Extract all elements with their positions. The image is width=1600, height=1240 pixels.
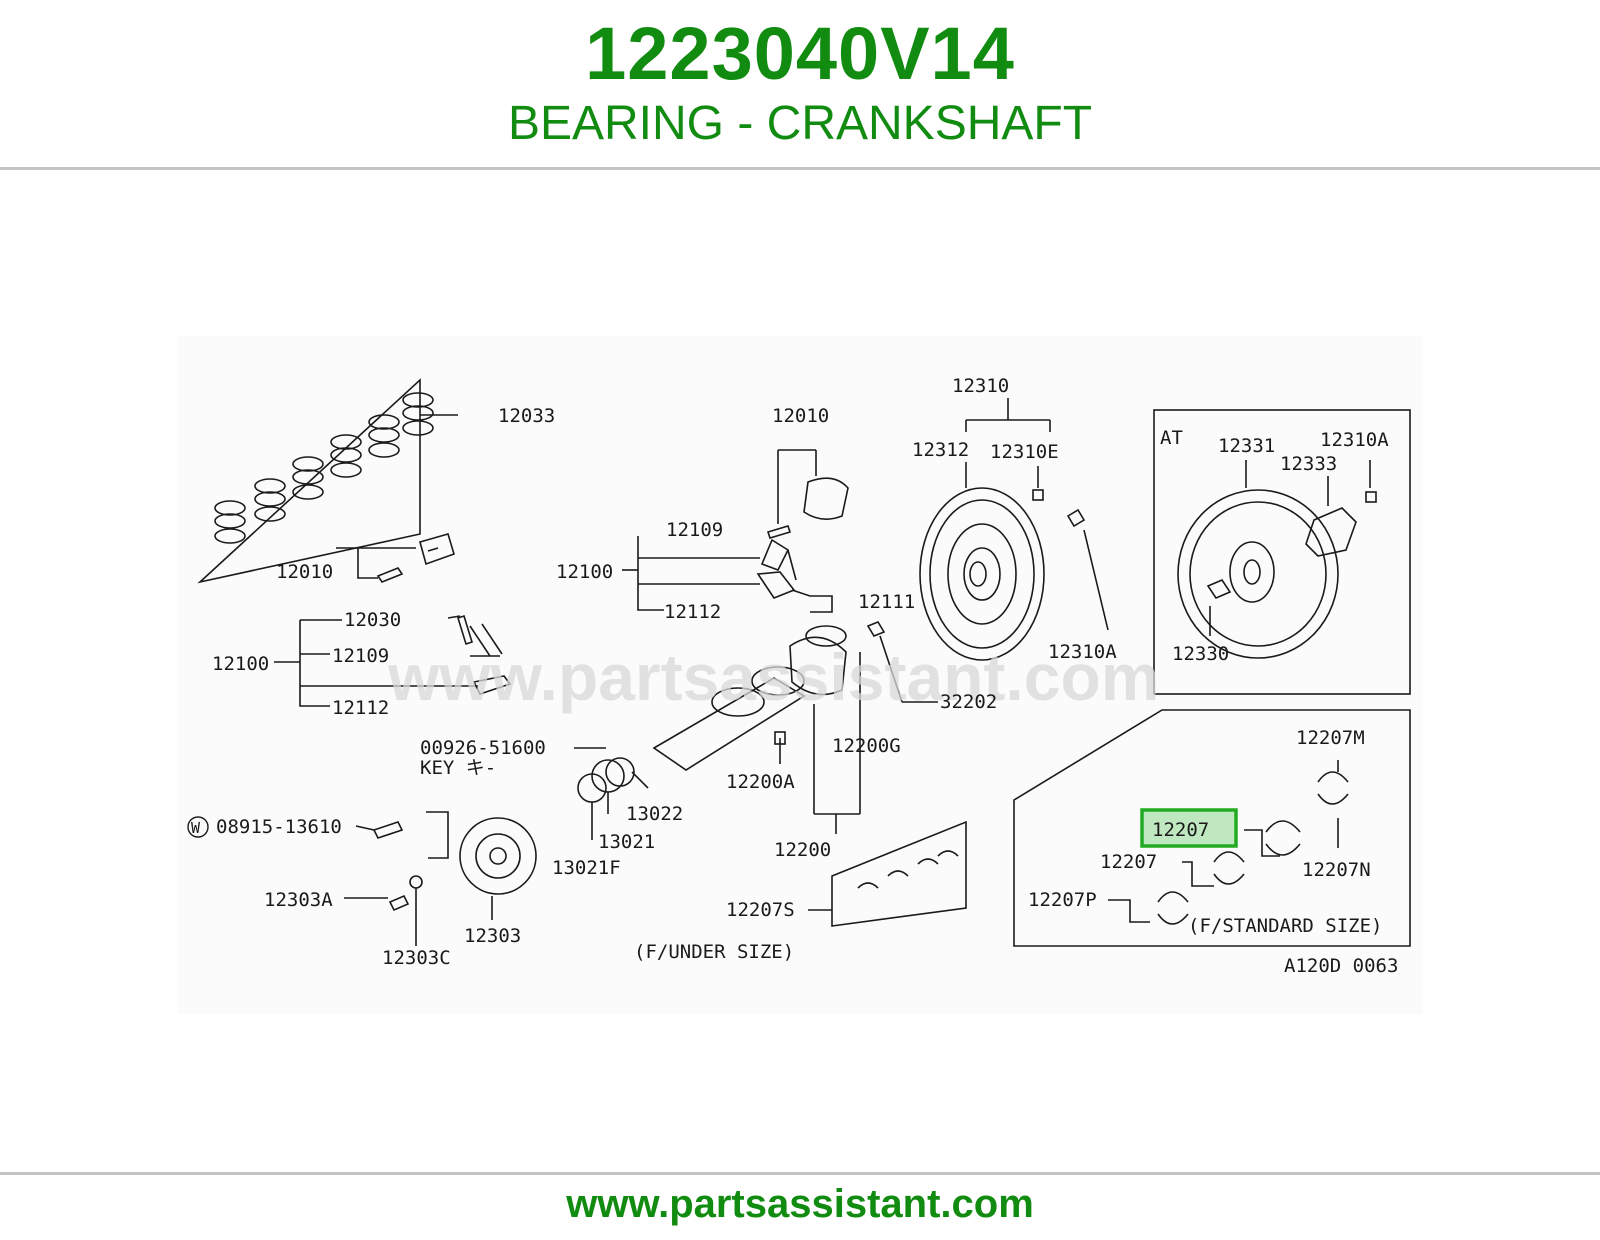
callout-12310[interactable]: 12310 [952, 375, 1009, 397]
watermark: www.partsassistant.com [387, 640, 1159, 714]
callout-12207S[interactable]: 12207S [726, 899, 795, 921]
highlighted-part-box[interactable] [1140, 808, 1238, 848]
header-divider [0, 167, 1600, 170]
callout-12331[interactable]: 12331 [1218, 435, 1275, 457]
standard-size-box [1013, 709, 1411, 947]
crank-counterweight [789, 636, 847, 696]
svg-text:W: W [191, 819, 201, 837]
crankshaft [652, 677, 806, 771]
connecting-rod-left [457, 614, 503, 657]
under-size-bearing-shells [857, 850, 959, 889]
piston-left [419, 533, 455, 566]
label-at: AT [1160, 427, 1183, 449]
callout-12030[interactable]: 12030 [344, 609, 401, 631]
callout-12310E[interactable]: 12310E [990, 441, 1059, 463]
callout-12330[interactable]: 12330 [1172, 643, 1229, 665]
pulley-bolt [372, 821, 404, 839]
drive-plate-spacer [1305, 507, 1357, 557]
washer-symbol-icon: W [187, 816, 209, 838]
bearing-shell-b [1213, 851, 1245, 885]
callout-12111[interactable]: 12111 [858, 591, 915, 613]
callout-12303[interactable]: 12303 [464, 925, 521, 947]
piston-rings-group [214, 392, 434, 544]
label-standard-size: (F/STANDARD SIZE) [1188, 915, 1382, 937]
callout-12200A[interactable]: 12200A [726, 771, 795, 793]
callout-12207-highlighted[interactable]: 12207 [1152, 819, 1209, 841]
callout-12207-second[interactable]: 12207 [1100, 851, 1157, 873]
diagram-ref-code: A120D 0063 [1284, 955, 1398, 977]
rod-cap-middle [756, 571, 796, 599]
pulley-bolt-lower [388, 894, 410, 912]
footer-url-link[interactable]: www.partsassistant.com [566, 1182, 1034, 1226]
under-size-bearings-panel [831, 820, 967, 927]
page-header: 1223040V14 BEARING - CRANKSHAFT [0, 0, 1600, 168]
callout-12207M[interactable]: 12207M [1296, 727, 1365, 749]
callout-12100-mid[interactable]: 12100 [556, 561, 613, 583]
at-box [1153, 409, 1411, 695]
callout-12333[interactable]: 12333 [1280, 453, 1337, 475]
drive-plate [1177, 489, 1339, 659]
key-note: KEY キ- [420, 757, 496, 779]
callout-12310A-at[interactable]: 12310A [1320, 429, 1389, 451]
parts-diagram-svg: www.partsassistant.com 12033 12010 12100… [187, 375, 1411, 977]
callout-13022[interactable]: 13022 [626, 803, 683, 825]
callout-12109-mid[interactable]: 12109 [666, 519, 723, 541]
callout-12033[interactable]: 12033 [498, 405, 555, 427]
callout-12312[interactable]: 12312 [912, 439, 969, 461]
flywheel [919, 487, 1045, 661]
parts-diagram: www.partsassistant.com 12033 12010 12100… [178, 336, 1423, 1014]
diagram-line-art [197, 378, 1411, 947]
callout-08915-13610[interactable]: 08915-13610 [216, 816, 342, 838]
callout-13021F[interactable]: 13021F [552, 857, 621, 879]
callout-13021[interactable]: 13021 [598, 831, 655, 853]
rod-cap-left [472, 675, 512, 695]
callout-12010-mid[interactable]: 12010 [772, 405, 829, 427]
callout-12112-mid[interactable]: 12112 [664, 601, 721, 623]
footer-divider [0, 1172, 1600, 1175]
callout-12112-left[interactable]: 12112 [332, 697, 389, 719]
pilot-bushing [866, 621, 886, 637]
label-under-size: (F/UNDER SIZE) [634, 941, 794, 963]
connecting-rod-middle [760, 538, 797, 581]
piston-pin-middle [766, 525, 792, 539]
piston-rings-panel [197, 378, 421, 584]
callout-12200G[interactable]: 12200G [832, 735, 901, 757]
callout-12310A-mid[interactable]: 12310A [1048, 641, 1117, 663]
piston-pin-left [376, 567, 404, 583]
bearing-shell-p [1157, 891, 1189, 925]
callout-00926-51600[interactable]: 00926-51600 [420, 737, 546, 759]
bearing-shell-a [1265, 820, 1301, 856]
callout-12200[interactable]: 12200 [774, 839, 831, 861]
flywheel-bolt [1066, 508, 1086, 528]
callout-12303C[interactable]: 12303C [382, 947, 451, 969]
callout-12303A[interactable]: 12303A [264, 889, 333, 911]
callout-12010-left[interactable]: 12010 [276, 561, 333, 583]
callout-12100-left[interactable]: 12100 [212, 653, 269, 675]
callout-12109-left[interactable]: 12109 [332, 645, 389, 667]
callout-12207N[interactable]: 12207N [1302, 859, 1371, 881]
bearing-shell-m [1317, 771, 1349, 805]
callout-32202[interactable]: 32202 [940, 691, 997, 713]
drive-plate-adapter [1206, 579, 1232, 599]
callout-12207P[interactable]: 12207P [1028, 889, 1097, 911]
piston-middle [803, 477, 849, 520]
part-description: BEARING - CRANKSHAFT [507, 97, 1093, 150]
part-number-title: 1223040V14 [585, 12, 1015, 95]
